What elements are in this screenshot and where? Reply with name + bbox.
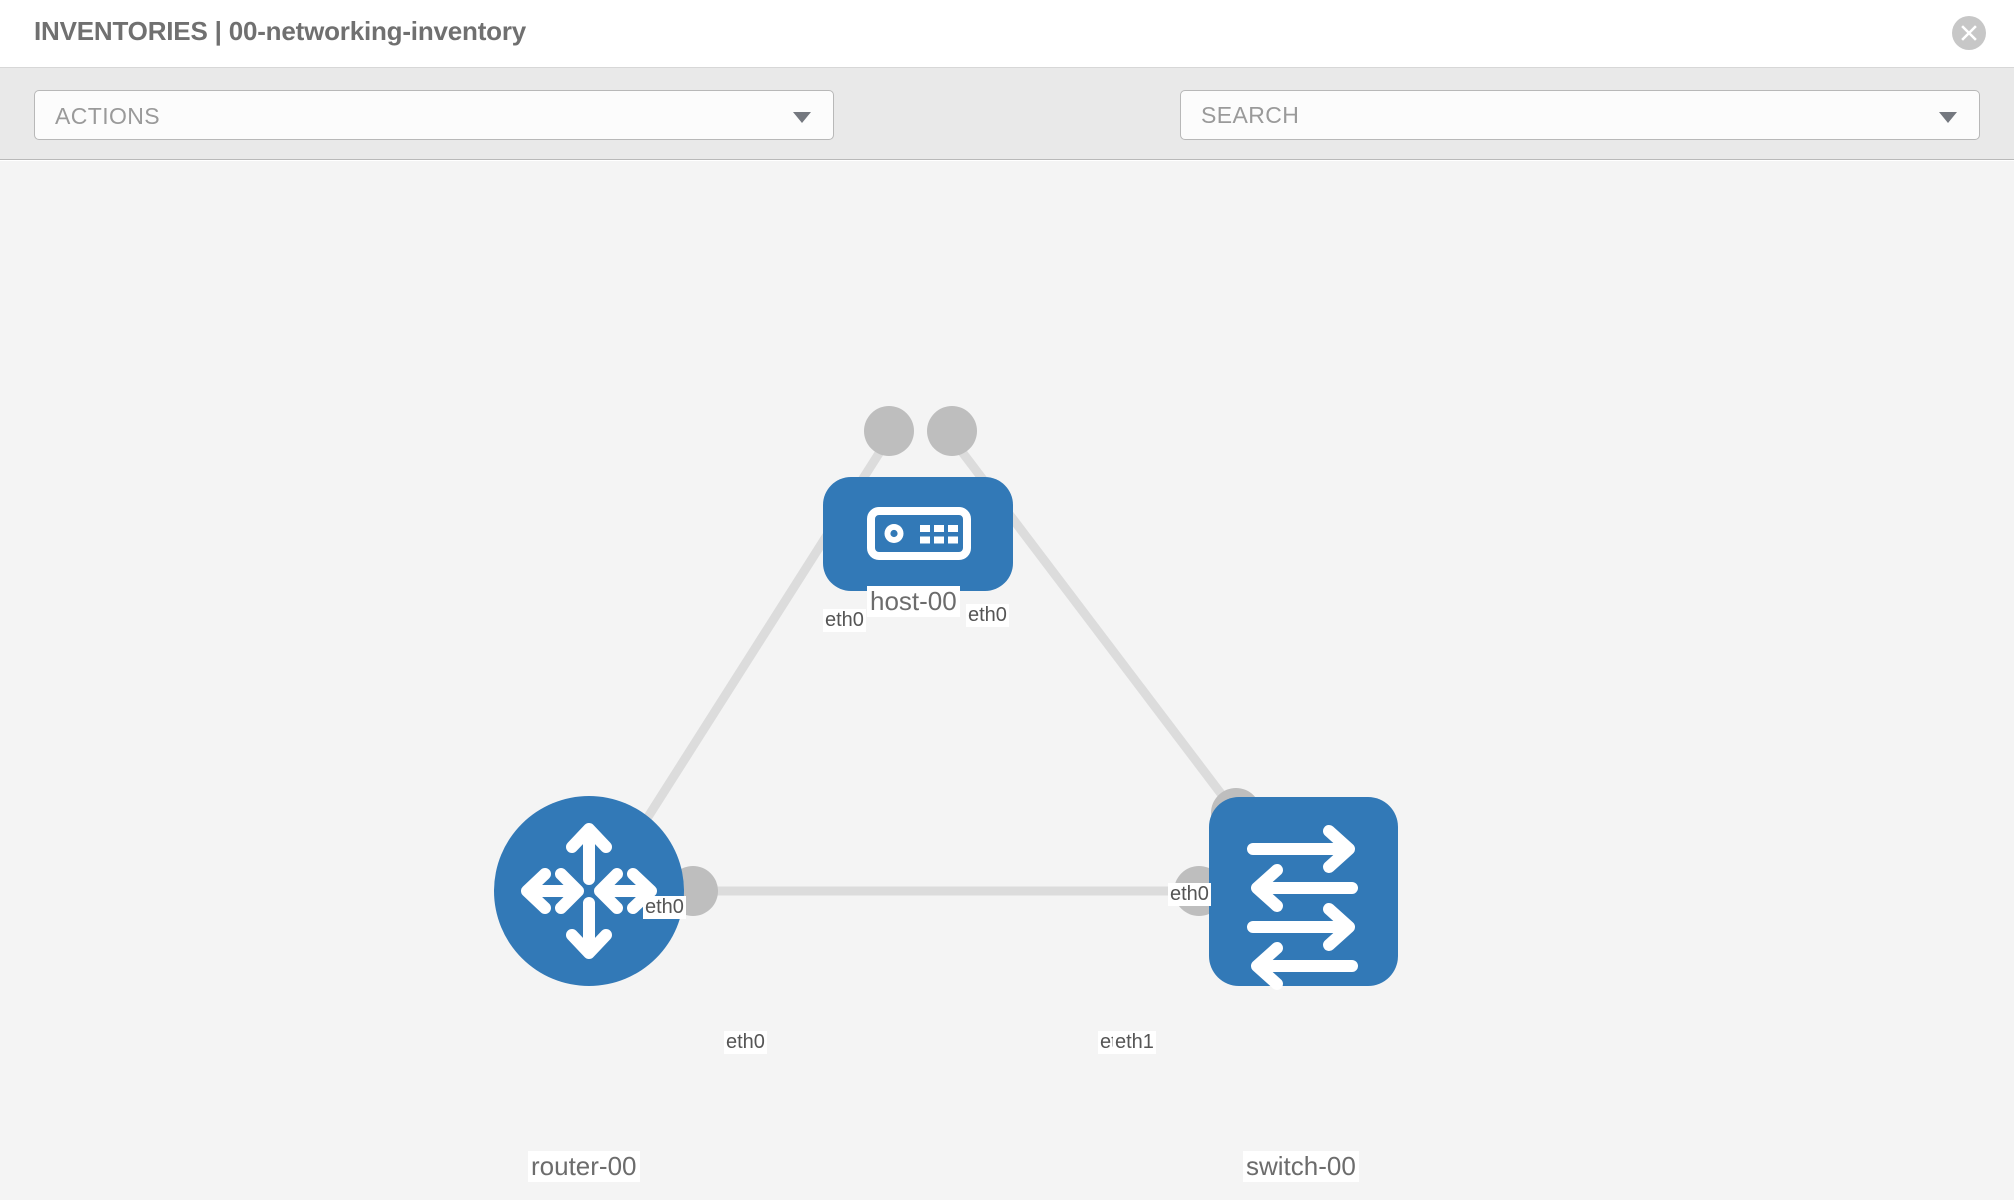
page-title: INVENTORIES | 00-networking-inventory [34,16,527,46]
iface-label-router-up: eth0 [643,896,686,919]
actions-dropdown[interactable]: ACTIONS [34,90,834,140]
chevron-down-icon [793,112,811,123]
node-switch-00 [1209,797,1398,990]
close-icon[interactable] [1952,16,1986,50]
iface-label-switch-up: eth0 [1168,883,1211,906]
node-label-router-00: router-00 [528,1151,640,1182]
router-arrows-icon-inner [524,868,654,914]
switch-arrows-icon [1247,825,1358,990]
toolbar: ACTIONS [0,68,2014,198]
node-host-00 [823,477,1013,591]
topology-graph [494,406,1398,990]
topology-canvas[interactable]: host-00 router-00 switch-00 eth0 eth0 et… [0,161,2014,1200]
connector-host-right [927,406,977,456]
iface-label-host-right: eth0 [966,604,1009,627]
node-label-host-00: host-00 [867,586,960,617]
iface-label-switch-left-b: eth1 [1113,1031,1156,1054]
server-icon [867,507,971,560]
iface-label-host-left: eth0 [823,609,866,632]
node-router-00 [494,796,684,986]
actions-dropdown-label: ACTIONS [55,103,161,129]
page-header: INVENTORIES | 00-networking-inventory [0,0,2014,68]
search-field[interactable] [1180,90,1980,140]
connector-host-left [864,406,914,456]
iface-label-router-right: eth0 [724,1031,767,1054]
search-chevron-down-icon[interactable] [1939,112,1957,123]
search-input[interactable] [1181,91,1941,139]
node-label-switch-00: switch-00 [1243,1151,1359,1182]
